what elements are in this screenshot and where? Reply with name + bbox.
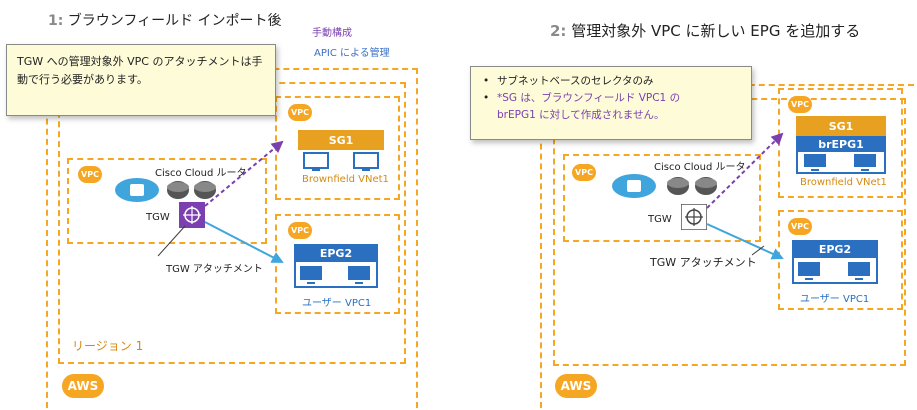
right-title: 2: 管理対象外 VPC に新しい EPG を追加する [550,22,861,40]
user-vpc-label: ユーザー VPC1 [800,294,870,305]
monitor-icons [804,154,876,171]
monitor-icon [353,152,379,171]
aws-logo: AWS [555,374,597,398]
user-vpc-label: ユーザー VPC1 [302,298,372,309]
sg1-bar: SG1 [298,130,384,150]
hub-vpc [67,158,267,244]
legend-apic: APIC による管理 [314,48,390,59]
sg1-bar: SG1 [796,116,886,136]
vpc-badge: VPC [288,104,312,121]
hub-vpc [563,154,761,242]
right-callout: •サブネットベースのセレクタのみ •*SG は、ブラウンフィールド VPC1 の… [470,66,752,140]
user-vpc [778,210,903,310]
monitor-icon [854,154,876,171]
left-title: 1: ブラウンフィールド インポート後 [48,13,282,29]
router-label: Cisco Cloud ルータ [654,162,746,173]
vpc-badge: VPC [288,222,312,239]
manual-attachment-line [706,132,784,209]
router-icon [167,181,189,199]
epg2-bar: EPG2 [294,244,378,262]
router-icon [194,181,216,199]
monitor-icon [348,266,370,284]
tgw-icon [179,202,205,228]
monitor-icons [303,152,379,171]
cisco-cloud-router-icon [612,174,656,198]
apic-attachment-line [706,223,784,260]
vpc-badge: VPC [788,96,812,113]
tgw-attachment-label: TGW アタッチメント [650,256,757,269]
brownfield-label: Brownfield VNet1 [302,174,389,185]
callout-line: 動で行う必要があります。 [17,73,148,86]
region-label: リージョン 1 [72,339,144,353]
vpc-badge: VPC [572,164,596,181]
cisco-cloud-router-icon [115,178,159,202]
tgw-attachment-pointer [751,245,765,256]
monitor-icon [848,262,870,280]
left-connectors [157,140,284,263]
left-callout: TGW への管理対象外 VPC のアタッチメントは手 動で行う必要があります。 [6,44,276,116]
apic-attachment-line [204,221,284,263]
monitor-icon [804,154,826,171]
manual-attachment-line [204,140,284,207]
vpc-badge: VPC [788,218,812,235]
brepg1-bar: brEPG1 [796,136,886,152]
legend-manual: 手動構成 [312,28,352,39]
vpc-badge: VPC [78,166,102,183]
monitor-icons [300,266,370,284]
cloud-routers [115,178,216,202]
callout-bullet: •*SG は、ブラウンフィールド VPC1 の [483,92,681,104]
monitor-icon [300,266,322,284]
brownfield-label: Brownfield VNet1 [800,177,887,188]
brepg1-box [796,136,886,174]
callout-bullet-cont: brEPG1 に対して作成されません。 [497,109,665,121]
tgw-attachment-label: TGW アタッチメント [166,264,263,275]
tgw-attachment-pointer [157,225,186,257]
monitor-icons [798,262,870,280]
monitor-icon [303,152,329,171]
router-label: Cisco Cloud ルータ [155,168,247,179]
router-icon [695,177,717,195]
tgw-label: TGW [146,212,170,223]
epg2-bar: EPG2 [792,240,878,258]
router-icon [667,177,689,195]
monitor-icon [798,262,820,280]
tgw-icon [681,204,707,230]
user-vpc [275,214,400,314]
callout-line: TGW への管理対象外 VPC のアタッチメントは手 [17,55,263,68]
callout-bullet: •サブネットベースのセレクタのみ [483,75,654,87]
aws-logo: AWS [62,374,104,398]
cloud-routers [612,174,717,198]
tgw-label: TGW [648,214,672,225]
